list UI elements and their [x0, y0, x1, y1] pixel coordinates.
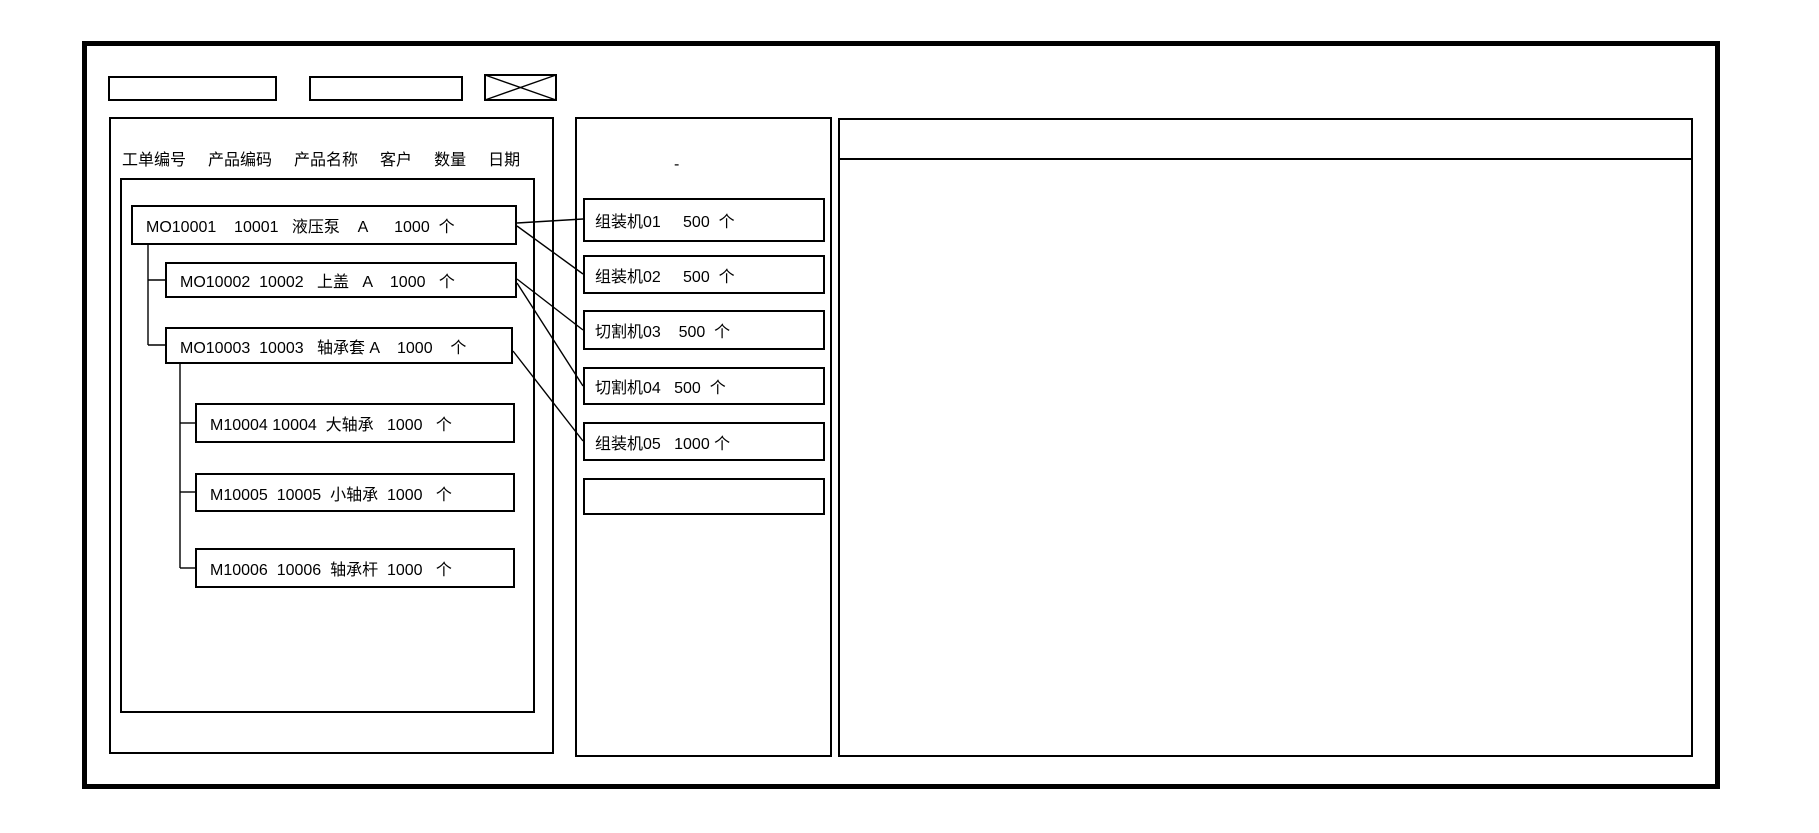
- column-header-quantity: 数量: [434, 152, 467, 169]
- work-order-node-m10006[interactable]: M10006 10006 轴承杆 1000 个: [195, 548, 515, 588]
- close-icon[interactable]: [484, 74, 557, 101]
- detail-panel: [838, 118, 1693, 757]
- machine-assignment-5[interactable]: 组装机05 1000 个: [583, 422, 825, 461]
- work-order-node-m10005[interactable]: M10005 10005 小轴承 1000 个: [195, 473, 515, 512]
- column-header-date: 日期: [488, 152, 521, 169]
- toolbar-input-1[interactable]: [108, 76, 277, 101]
- work-order-node-mo10002[interactable]: MO10002 10002 上盖 A 1000 个: [165, 262, 517, 298]
- toolbar-input-2[interactable]: [309, 76, 463, 101]
- work-order-node-m10004[interactable]: M10004 10004 大轴承 1000 个: [195, 403, 515, 443]
- machine-assignment-1[interactable]: 组装机01 500 个: [583, 198, 825, 242]
- machine-assignment-2[interactable]: 组装机02 500 个: [583, 255, 825, 294]
- machine-assignment-4[interactable]: 切割机04 500 个: [583, 367, 825, 405]
- machine-assignment-empty[interactable]: [583, 478, 825, 515]
- column-header-product-code: 产品编码: [208, 152, 273, 169]
- work-order-node-mo10003[interactable]: MO10003 10003 轴承套 A 1000 个: [165, 327, 513, 364]
- column-header-order-no: 工单编号: [122, 152, 187, 169]
- stray-mark: -: [674, 156, 680, 173]
- detail-panel-divider: [838, 158, 1693, 160]
- column-header-customer: 客户: [380, 152, 413, 169]
- work-order-column-headers: 工单编号 产品编码 产品名称 客户 数量 日期: [122, 146, 520, 170]
- work-order-tree-container: [120, 178, 535, 713]
- column-header-product-name: 产品名称: [294, 152, 359, 169]
- work-order-node-mo10001[interactable]: MO10001 10001 液压泵 A 1000 个: [131, 205, 517, 245]
- machine-assignment-3[interactable]: 切割机03 500 个: [583, 310, 825, 350]
